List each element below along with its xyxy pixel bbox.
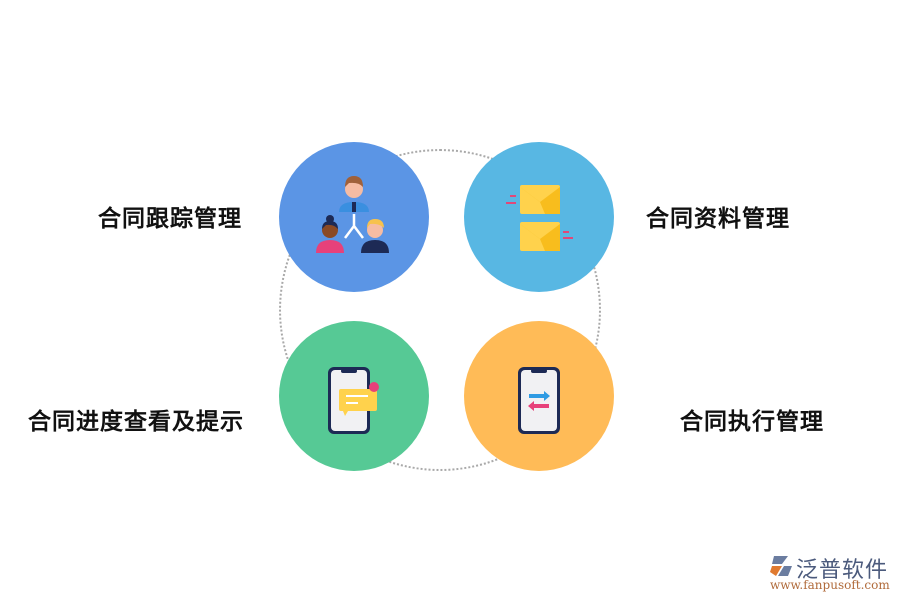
label-tracking: 合同跟踪管理: [98, 206, 242, 232]
phone-transfer-icon: [518, 367, 560, 434]
watermark-url: www.fanpusoft.com: [770, 578, 890, 592]
watermark-brand: 泛普软件: [796, 558, 889, 583]
label-documents: 合同资料管理: [646, 206, 790, 232]
envelopes-icon: [506, 185, 573, 251]
progress-circle: [279, 321, 429, 471]
label-progress: 合同进度查看及提示: [28, 409, 244, 435]
documents-circle: [464, 142, 614, 292]
team-hierarchy-icon: [316, 176, 389, 253]
phone-message-icon: [328, 367, 379, 434]
label-execution: 合同执行管理: [680, 409, 824, 435]
watermark-logo: 泛普软件 www.fanpusoft.com: [766, 552, 896, 596]
dotted-ring: [279, 149, 601, 471]
execution-circle: [464, 321, 614, 471]
tracking-circle: [279, 142, 429, 292]
fanpu-logo-icon: [770, 556, 792, 576]
